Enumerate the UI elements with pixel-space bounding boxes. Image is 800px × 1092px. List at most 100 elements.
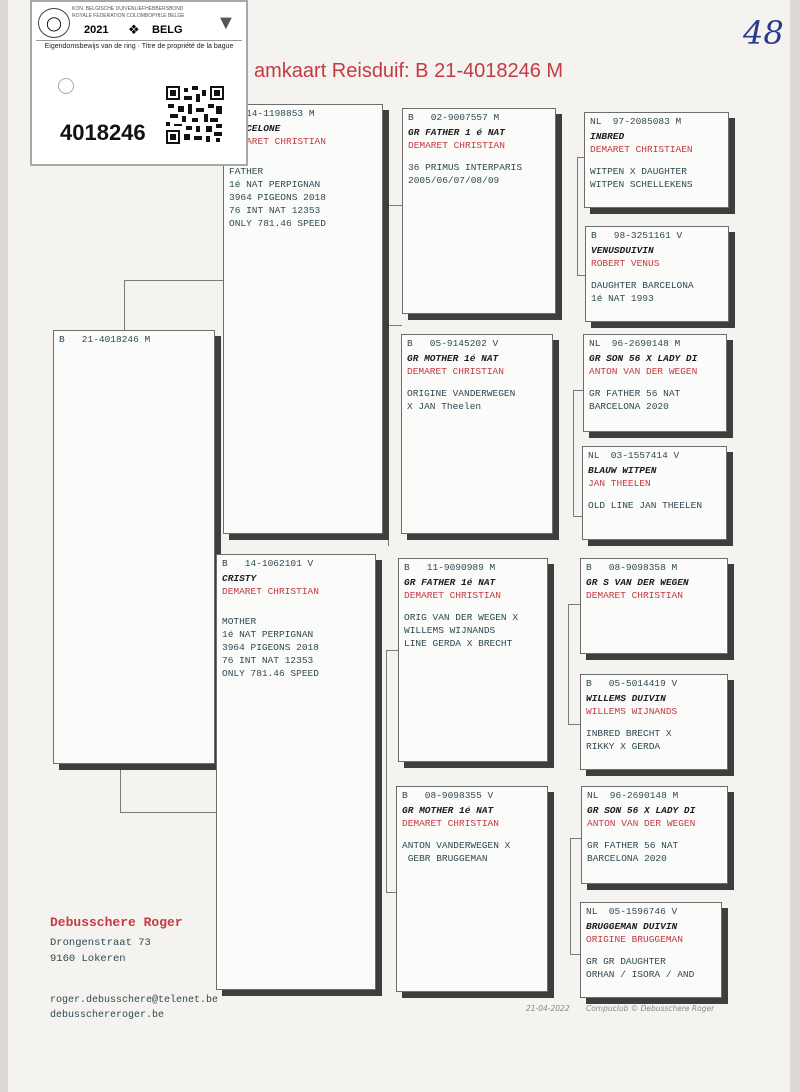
ring-year: 2021 <box>84 24 109 36</box>
qr-code-icon <box>166 86 224 144</box>
breeder-name: DEMARET CHRISTIAN <box>222 586 319 597</box>
connector-line <box>124 280 125 332</box>
breeder-name: JAN THEELEN <box>588 478 651 489</box>
breeder-name: DEMARET CHRISTIAN <box>408 140 505 151</box>
connector-line <box>386 892 402 893</box>
pigeon-card-ss: B 02-9007557 M GR FATHER 1 é NAT DEMARET… <box>402 108 556 314</box>
page-title: amkaart Reisduif: B 21-4018246 M <box>254 60 564 82</box>
pigeon-notes: WITPEN X DAUGHTER WITPEN SCHELLEKENS <box>590 166 693 190</box>
pigeon-notes: OLD LINE JAN THEELEN <box>588 500 703 511</box>
ring-number: B 21-4018246 M <box>59 334 151 345</box>
owner-website: debusschereroger.be <box>50 1010 165 1021</box>
breeder-name: DEMARET CHRISTIAN <box>586 590 683 601</box>
pigeon-card-sd: B 05-9145202 V GR MOTHER 1é NAT DEMARET … <box>401 334 553 534</box>
pigeon-notes: INBRED BRECHT X RIKKY X GERDA <box>586 728 672 752</box>
owner-contact: roger.debusschere@telenet.be debusschere… <box>50 993 218 1023</box>
breeder-name: DEMARET CHRISTIAN <box>404 590 501 601</box>
pedigree-sheet: amkaart Reisduif: B 21-4018246 M 48 B 21… <box>8 0 790 1092</box>
connector-line <box>124 280 228 281</box>
pigeon-card-ddd: NL 05-1596746 V BRUGGEMAN DUIVIN ORIGINE… <box>580 902 722 998</box>
ring-number: B 02-9007557 M <box>408 112 500 123</box>
connector-line <box>386 650 387 892</box>
ring-country: BELG <box>152 24 183 36</box>
ring-card-subtitle: Eigendomsbewijs van de ring · Titre de p… <box>36 40 242 50</box>
connector-line <box>570 838 571 954</box>
connector-line <box>577 275 589 276</box>
pigeon-name: BRUGGEMAN DUIVIN <box>586 921 678 932</box>
connector-line <box>388 205 389 325</box>
pigeon-notes: FATHER 1é NAT PERPIGNAN 3964 PIGEONS 201… <box>229 166 326 229</box>
breeder-name: DEMARET CHRISTIAN <box>402 818 499 829</box>
pigeon-card-dss: B 08-9098358 M GR S VAN DER WEGEN DEMARE… <box>580 558 728 654</box>
owner-city: 9160 Lokeren <box>50 953 126 965</box>
pigeon-card-dsd: B 05-5014419 V WILLEMS DUIVIN WILLEMS WI… <box>580 674 728 770</box>
pigeon-notes: DAUGHTER BARCELONA 1é NAT 1993 <box>591 280 694 304</box>
pigeon-card-sdd: NL 03-1557414 V BLAUW WITPEN JAN THEELEN… <box>582 446 727 540</box>
connector-line <box>568 604 584 605</box>
owner-street: Drongenstraat 73 <box>50 937 151 949</box>
connector-line <box>568 724 584 725</box>
breeder-name: DEMARET CHRISTIAEN <box>590 144 693 155</box>
pigeon-name: GR S VAN DER WEGEN <box>586 577 689 588</box>
pigeon-name: GR FATHER 1 é NAT <box>408 127 505 138</box>
connector-line <box>382 325 402 326</box>
ring-number: B 05-5014419 V <box>586 678 678 689</box>
pigeon-name: GR SON 56 X LADY DI <box>587 805 696 816</box>
breeder-name: DEMARET CHRISTIAN <box>407 366 504 377</box>
pigeon-name: VENUSDUIVIN <box>591 245 654 256</box>
pigeon-name: GR MOTHER 1é NAT <box>407 353 499 364</box>
connector-line <box>570 838 584 839</box>
owner-email: roger.debusschere@telenet.be <box>50 995 219 1006</box>
pigeon-notes: 36 PRIMUS INTERPARIS 2005/06/07/08/09 <box>408 162 523 186</box>
pigeon-card-sire: B 14-1198853 M BARCELONE DEMARET CHRISTI… <box>223 104 383 534</box>
ring-number: NL 05-1596746 V <box>586 906 678 917</box>
ring-number: NL 03-1557414 V <box>588 450 680 461</box>
pigeon-name: INBRED <box>590 131 625 142</box>
punch-hole <box>58 78 74 94</box>
ring-number: NL 96-2690148 M <box>589 338 681 349</box>
breeder-name: ANTON VAN DER WEGEN <box>587 818 696 829</box>
ring-number: B 11-9090989 M <box>404 562 496 573</box>
ring-number: B 08-9098355 V <box>402 790 494 801</box>
breeder-name: DEMARET CHRISTIAN <box>229 136 326 147</box>
connector-line <box>570 954 584 955</box>
pigeon-card-dam: B 14-1062101 V CRISTY DEMARET CHRISTIAN … <box>216 554 376 990</box>
pigeon-name: BLAUW WITPEN <box>588 465 657 476</box>
breeder-name: ANTON VAN DER WEGEN <box>589 366 698 377</box>
pigeon-silhouette-icon: ▼ <box>216 12 236 34</box>
federation-name: KON. BELGISCHE DUIVENLIEFHEBBERSBOND ROY… <box>72 6 185 19</box>
ring-number: B 14-1062101 V <box>222 558 314 569</box>
software-credit: Compuclub © Debusschere Roger <box>585 1004 715 1013</box>
print-footer: 21-04-2022 Compuclub © Debusschere Roger <box>526 1004 728 1013</box>
connector-line <box>120 812 222 813</box>
pigeon-icon: ❖ <box>128 22 140 37</box>
ring-number: B 08-9098358 M <box>586 562 678 573</box>
pigeon-card-sss: NL 97-2085083 M INBRED DEMARET CHRISTIAE… <box>584 112 729 208</box>
connector-line <box>386 650 402 651</box>
pigeon-card-ssd: B 98-3251161 V VENUSDUIVIN ROBERT VENUS … <box>585 226 729 322</box>
pigeon-name: GR MOTHER 1é NAT <box>402 805 494 816</box>
connector-line <box>577 157 578 275</box>
connector-line <box>577 157 589 158</box>
pigeon-name: WILLEMS DUIVIN <box>586 693 666 704</box>
pigeon-notes: ORIGINE VANDERWEGEN X JAN Theelen <box>407 388 516 412</box>
connector-line <box>573 390 574 516</box>
ring-card-number: 4018246 <box>60 120 146 145</box>
ring-number: NL 96-2690148 M <box>587 790 679 801</box>
owner-name: Debusschere Roger <box>50 915 183 930</box>
pigeon-card-dds: NL 96-2690148 M GR SON 56 X LADY DI ANTO… <box>581 786 728 884</box>
ring-number: B 98-3251161 V <box>591 230 683 241</box>
pigeon-card-sds: NL 96-2690148 M GR SON 56 X LADY DI ANTO… <box>583 334 727 432</box>
owner-address: Debusschere Roger Drongenstraat 73 9160 … <box>50 915 183 967</box>
breeder-name: ORIGINE BRUGGEMAN <box>586 934 683 945</box>
pigeon-notes: MOTHER 1é NAT PERPIGNAN 3964 PIGEONS 201… <box>222 616 319 679</box>
pigeon-name: GR SON 56 X LADY DI <box>589 353 698 364</box>
pigeon-notes: GR GR DAUGHTER ORHAN / ISORA / AND <box>586 956 695 980</box>
connector-line <box>573 390 587 391</box>
ring-number: NL 97-2085083 M <box>590 116 682 127</box>
pigeon-card-main: B 21-4018246 M <box>53 330 215 764</box>
pigeon-card-dd: B 08-9098355 V GR MOTHER 1é NAT DEMARET … <box>396 786 548 992</box>
handwritten-number: 48 <box>743 14 784 52</box>
pigeon-notes: ORIG VAN DER WEGEN X WILLEMS WIJNANDS LI… <box>404 612 519 649</box>
pigeon-name: GR FATHER 1é NAT <box>404 577 496 588</box>
